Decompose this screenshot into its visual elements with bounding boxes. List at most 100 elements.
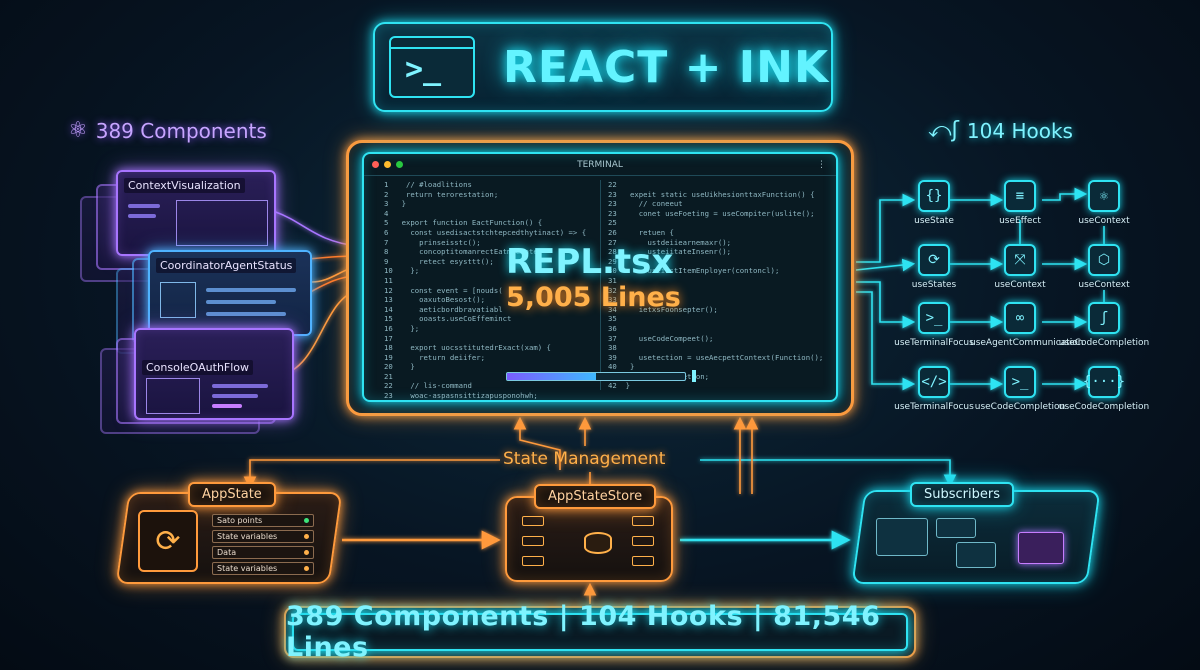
state-row: Sato points	[212, 514, 314, 527]
hook-label: useContext	[994, 280, 1046, 290]
react-atom-icon: ⚛	[68, 118, 88, 143]
code-line: 35	[608, 314, 617, 324]
title-banner: >_ REACT + INK	[373, 22, 833, 112]
list-icon: ≡	[1004, 180, 1036, 212]
braces-icon: {}	[918, 180, 950, 212]
hook-use-state[interactable]: {} useState	[884, 180, 984, 226]
code-line: 12 const event = [nouds(	[384, 285, 503, 295]
appstate-tag: AppState	[188, 482, 276, 507]
more-menu-icon[interactable]: ⋮	[817, 159, 826, 170]
state-management-label: State Management	[503, 449, 666, 469]
code-line: 8 concoptitomanrectEatmbemate	[384, 247, 538, 257]
code-line: 27 ustdeiiearnemaxr();	[608, 237, 732, 247]
components-stat: ⚛ 389 Components	[68, 118, 267, 143]
refresh-icon: ⟳	[138, 510, 198, 572]
file-name: REPL.tsx	[506, 242, 674, 282]
prompt-glyph: >_	[405, 52, 442, 87]
dots-icon: {···}	[1083, 366, 1125, 398]
cursor	[692, 370, 696, 382]
code-line: 9 retect esysttt();	[384, 256, 494, 266]
hook-use-effect[interactable]: ≡ useEffect	[970, 180, 1070, 226]
component-card-console-oauth-flow[interactable]: ConsoleOAuthFlow	[134, 328, 294, 420]
code-line: 14 aeticbordbravatiabl	[384, 304, 503, 314]
code-line: 25	[608, 218, 617, 228]
subscriber-window-icon	[956, 542, 996, 568]
component-card-coordinator-agent-status[interactable]: CoordinatorAgentStatus	[148, 250, 312, 336]
subscribers-tag: Subscribers	[910, 482, 1014, 507]
hook-label: useState	[914, 216, 954, 226]
terminal-icon: >_	[389, 36, 475, 98]
minimize-dot-icon[interactable]	[384, 161, 391, 168]
state-row: State variables	[212, 530, 314, 543]
code-line: 5 export function EactFunction() {	[384, 218, 543, 228]
code-line: 37 useCodeCompeet();	[608, 333, 714, 343]
code-line: 15 ooasts.useCoEffeminct	[384, 314, 512, 324]
progress-fill	[507, 373, 596, 380]
terminal-icon: >_	[918, 302, 950, 334]
hook-use-code-completion[interactable]: ʃ useCodeCompletion	[1054, 302, 1154, 348]
hook-use-context[interactable]: ⚛ useContext	[1054, 180, 1154, 226]
hook-label: useCodeCompletion	[1058, 338, 1150, 348]
maximize-dot-icon[interactable]	[396, 161, 403, 168]
code-line: 23 expeit static useUikhesionttaxFunctio…	[608, 189, 815, 199]
code-icon: </>	[918, 366, 950, 398]
atom-icon: ⚛	[1088, 180, 1120, 212]
banner-title: REACT + INK	[503, 41, 830, 93]
code-line: 23 woac-aspasnsittizapusponohwh;	[384, 391, 538, 401]
code-line: 29	[608, 256, 617, 266]
hook-use-context[interactable]: ⤧useContext	[970, 244, 1070, 290]
hook-label: useTerminalFocus	[894, 338, 974, 348]
store-node	[522, 516, 544, 526]
file-line-count: 5,005 Lines	[506, 282, 681, 313]
close-dot-icon[interactable]	[372, 161, 379, 168]
code-line: 34 ietxsFoonsepter();	[608, 304, 718, 314]
hook-use-agent-communication[interactable]: ∞useAgentCommunication	[970, 302, 1084, 348]
code-line: 33	[608, 295, 617, 305]
code-line: 18 export uocsstitutedrExact(xam) {	[384, 343, 551, 353]
code-line: 10 };	[384, 266, 420, 276]
hook-use-code-completion[interactable]: >_useCodeCompletion	[970, 366, 1070, 412]
hook-icon: ʃ	[1088, 302, 1120, 334]
hook-use-code-completion[interactable]: {···}useCodeCompletion	[1054, 366, 1154, 412]
code-line: 24	[384, 401, 586, 402]
code-line: 1 // #loadlitions	[384, 180, 472, 189]
code-line: 38	[608, 343, 617, 353]
code-line: 23 // coneeut	[608, 199, 683, 209]
state-row: Data	[212, 546, 314, 559]
component-name: CoordinatorAgentStatus	[156, 258, 297, 273]
code-line: 3 }	[384, 199, 406, 209]
terminal-progress-bar	[506, 372, 686, 381]
code-line: 26 retuen {	[608, 227, 674, 237]
terminal-titlebar: TERMINAL ⋮	[364, 154, 836, 176]
hook-use-context[interactable]: ⬡useContext	[1054, 244, 1154, 290]
hook-use-states[interactable]: ⟳useStates	[884, 244, 984, 290]
hook-label: useTerminalFocus	[894, 402, 974, 412]
hook-label: useContext	[1078, 216, 1130, 226]
components-count: 389 Components	[95, 118, 267, 143]
code-line: 21	[384, 371, 393, 381]
store-node	[632, 556, 654, 566]
hook-use-terminal-focus[interactable]: >_ useTerminalFocus	[884, 302, 984, 348]
code-line: 31	[608, 275, 617, 285]
code-line: 2 return terorestation;	[384, 189, 499, 199]
code-line: 7 prinseisstc();	[384, 237, 481, 247]
code-line: 30 useiistItemEnployer(contoncl);	[608, 266, 780, 276]
component-card-context-visualization[interactable]: ContextVisualization	[116, 170, 276, 256]
code-line: 36	[608, 323, 617, 333]
summary-bar: 389 Components | 104 Hooks | 81,546 Line…	[284, 601, 916, 663]
hook-label: useEffect	[999, 216, 1041, 226]
code-line: 32	[608, 285, 617, 295]
code-line: 23 conet useFoeting = useCompiter(uslite…	[608, 208, 815, 218]
component-name: ConsoleOAuthFlow	[142, 360, 254, 375]
store-node	[632, 516, 654, 526]
hook-label: useCodeCompletion	[974, 402, 1066, 412]
store-node	[632, 536, 654, 546]
hooks-stat: ⤺ʃ 104 Hooks	[928, 118, 1073, 143]
hook-use-terminal-focus[interactable]: </> useTerminalFocus	[884, 366, 984, 412]
hook-label: useAgentCommunication	[970, 338, 1084, 348]
hooks-count: 104 Hooks	[966, 118, 1073, 143]
code-line: 17	[384, 333, 393, 343]
code-line: 28 usteiitateInsenr();	[608, 247, 732, 257]
